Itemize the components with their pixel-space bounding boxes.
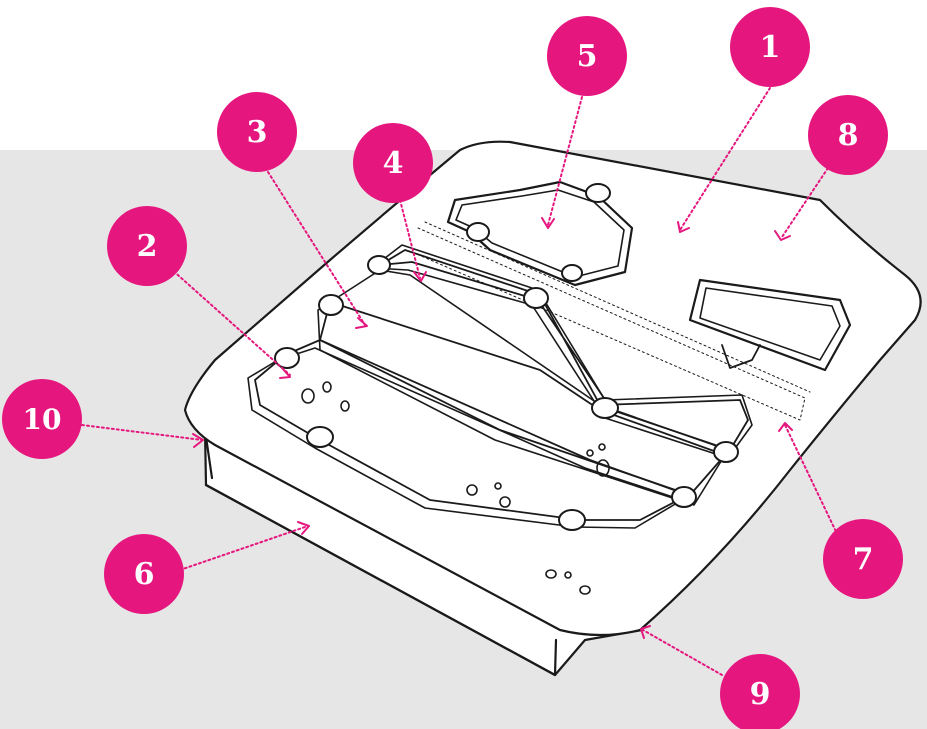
callout-label: 5 [577, 39, 598, 74]
callout-label: 6 [134, 557, 155, 592]
callout-badge-5: 5 [547, 16, 627, 96]
leader-6 [180, 526, 308, 570]
callout-badge-4: 4 [353, 123, 433, 203]
leader-10 [82, 425, 202, 440]
callout-badge-6: 6 [104, 534, 184, 614]
callout-label: 9 [750, 677, 771, 712]
callout-badge-3: 3 [217, 92, 297, 172]
callout-label: 2 [137, 229, 158, 264]
callout-label: 8 [838, 118, 859, 153]
callout-badge-2: 2 [107, 206, 187, 286]
callout-badge-9: 9 [720, 654, 800, 729]
callout-label: 3 [247, 115, 268, 150]
callout-badge-7: 7 [823, 519, 903, 599]
callout-badge-1: 1 [730, 7, 810, 87]
callout-label: 1 [760, 30, 781, 65]
callout-label: 10 [23, 403, 62, 436]
callout-badge-8: 8 [808, 95, 888, 175]
leader-9 [643, 630, 722, 675]
callout-label: 4 [383, 146, 404, 181]
callout-badge-10: 10 [2, 379, 82, 459]
callout-label: 7 [853, 542, 874, 577]
